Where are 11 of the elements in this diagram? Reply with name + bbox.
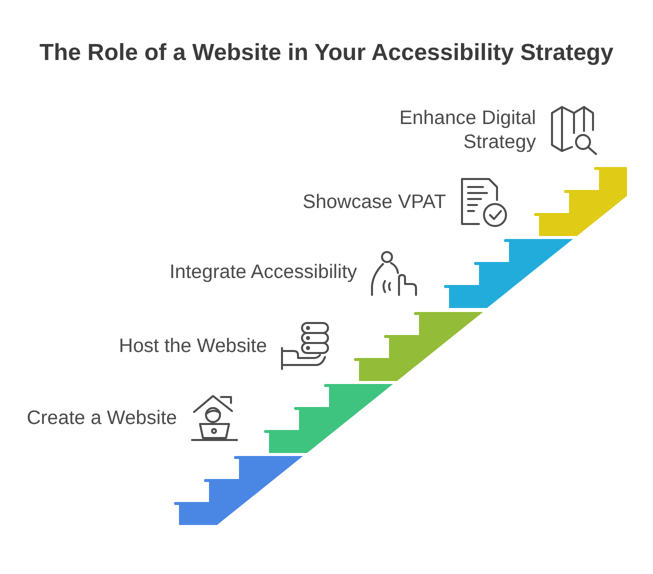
stair-step [354, 312, 483, 381]
stair-step [174, 456, 303, 525]
step-label: Host the Website [118, 334, 267, 358]
step-label: Create a Website [26, 406, 177, 430]
step-label: Integrate Accessibility [169, 260, 357, 284]
step-label: Enhance Digital Strategy [398, 106, 536, 154]
stair-step [264, 384, 393, 453]
stair-step [534, 167, 627, 236]
diagram-title: The Role of a Website in Your Accessibility Strategy [40, 38, 614, 66]
stair-step [444, 239, 573, 308]
step-label: Showcase VPAT [302, 190, 446, 214]
